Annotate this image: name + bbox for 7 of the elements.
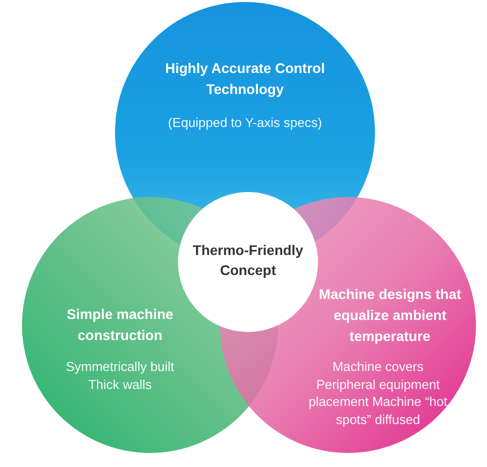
description: (Equipped to Y-axis specs): [167, 114, 323, 132]
heading: Highly Accurate Control Technology: [164, 59, 326, 99]
heading: Thermo-Friendly Concept: [192, 241, 304, 280]
heading: Simple machine construction: [66, 305, 174, 345]
description: Symmetrically built Thick walls: [64, 358, 176, 394]
description: Machine covers Peripheral equipment placement Machine “hot spots” diffused: [308, 358, 448, 428]
heading: Machine designs that equalize ambient temperature: [318, 285, 462, 346]
